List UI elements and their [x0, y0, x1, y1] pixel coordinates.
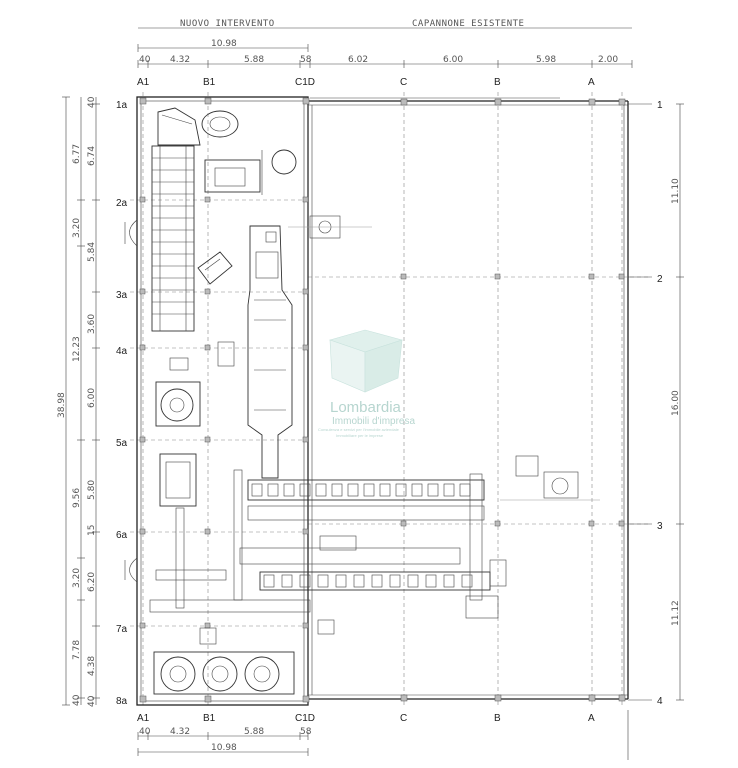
dim-bottom-span-3: 5.88 — [244, 727, 264, 737]
header-existing-shed: CAPANNONE ESISTENTE — [412, 19, 524, 29]
watermark-tag-1: Consulenza e servizi per l'immobile azie… — [318, 427, 400, 432]
dim-left-inner-4: 3.60 — [87, 314, 97, 334]
column-labels-bottom: A1 B1 C1D C B A — [137, 713, 595, 724]
watermark-brand: Lombardia — [330, 399, 402, 416]
header-new-intervention: NUOVO INTERVENTO — [180, 19, 275, 29]
left-dimension-inner: 40 6.74 5.84 3.60 6.00 5.80 15 6.20 4.38… — [87, 96, 100, 707]
dim-top-total: 10.98 — [211, 39, 237, 49]
row-label-1: 1 — [657, 100, 663, 111]
dim-left-inner-8: 6.20 — [87, 572, 97, 592]
pillars — [139, 97, 626, 703]
dim-left-inner-6: 5.80 — [87, 480, 97, 500]
dim-left-inner-3: 5.84 — [87, 242, 97, 262]
left-dimension-mid: 6.77 3.20 12.23 9.56 3.20 7.78 40 — [72, 97, 85, 706]
dim-left-total: 38.98 — [57, 392, 67, 418]
dim-bottom-span-4: 58 — [300, 727, 312, 737]
dim-left-inner-9: 4.38 — [87, 656, 97, 676]
section-header-existing: CAPANNONE ESISTENTE — [308, 19, 632, 29]
dim-right-1: 11.10 — [671, 178, 681, 204]
row-label-1a: 1a — [116, 100, 128, 111]
dim-top-span-4: 58 — [300, 55, 312, 65]
col-label-bottom-a: A — [588, 713, 595, 724]
col-label-bottom-a1: A1 — [137, 713, 150, 724]
row-labels-left: 1a 2a 3a 4a 5a 6a 7a 8a — [116, 100, 128, 707]
dim-left-mid-3: 12.23 — [72, 336, 82, 362]
row-label-6a: 6a — [116, 530, 128, 541]
col-label-b: B — [494, 77, 501, 88]
col-label-c1d: C1D — [295, 77, 315, 88]
dim-right-2: 16.00 — [671, 390, 681, 416]
column-labels-top: A1 B1 C1D C B A — [137, 77, 595, 88]
dim-left-inner-10: 40 — [87, 695, 97, 707]
col-label-bottom-b1: B1 — [203, 713, 216, 724]
bottom-span-dimensions: 40 4.32 5.88 58 — [137, 727, 312, 740]
dim-top-span-2: 4.32 — [170, 55, 190, 65]
watermark-tag-2: Immobiliare per le imprese — [336, 433, 384, 438]
dim-bottom-span-1: 40 — [139, 727, 151, 737]
row-label-3a: 3a — [116, 290, 128, 301]
watermark-logo: Lombardia Immobili d'impresa Consulenza … — [318, 329, 415, 438]
row-labels-right: 1 2 3 4 — [628, 100, 663, 707]
top-total-dimension: 10.98 — [137, 39, 309, 52]
dim-top-span-6: 6.00 — [443, 55, 463, 65]
machinery-existing-area — [239, 215, 600, 619]
row-label-3: 3 — [657, 521, 663, 532]
right-dimensions: 11.10 16.00 11.12 — [671, 103, 684, 701]
dim-top-span-5: 6.02 — [348, 55, 368, 65]
bottom-total-dimension: 10.98 — [137, 710, 629, 760]
dim-top-span-1: 40 — [139, 55, 151, 65]
dim-left-mid-7: 40 — [72, 694, 82, 706]
col-label-bottom-b: B — [494, 713, 501, 724]
machinery-new-area — [149, 107, 335, 695]
dim-left-mid-2: 3.20 — [72, 218, 82, 238]
col-label-bottom-c1d: C1D — [295, 713, 315, 724]
dim-top-span-8: 2.00 — [598, 55, 618, 65]
dim-right-3: 11.12 — [671, 600, 681, 626]
dim-left-inner-5: 6.00 — [87, 388, 97, 408]
row-label-2: 2 — [657, 274, 663, 285]
col-label-a1: A1 — [137, 77, 150, 88]
section-header-new: NUOVO INTERVENTO — [138, 19, 308, 29]
dim-left-mid-1: 6.77 — [72, 144, 82, 164]
dim-left-inner-1: 40 — [87, 96, 97, 108]
row-label-4a: 4a — [116, 346, 128, 357]
left-dimension-outer: 38.98 — [57, 96, 70, 706]
dim-top-span-3: 5.88 — [244, 55, 264, 65]
col-label-bottom-c: C — [400, 713, 407, 724]
dim-top-span-7: 5.98 — [536, 55, 556, 65]
row-label-7a: 7a — [116, 624, 128, 635]
watermark-sub: Immobili d'impresa — [332, 416, 415, 427]
row-label-4: 4 — [657, 696, 663, 707]
col-label-a: A — [588, 77, 595, 88]
left-doors — [124, 219, 138, 583]
dim-left-mid-4: 9.56 — [72, 488, 82, 508]
dim-left-inner-7: 15 — [87, 525, 97, 536]
dim-left-mid-6: 7.78 — [72, 640, 82, 660]
dim-bottom-span-2: 4.32 — [170, 727, 190, 737]
row-label-2a: 2a — [116, 198, 128, 209]
top-span-dimensions: 40 4.32 5.88 58 6.02 6.00 5.98 2.00 — [137, 55, 633, 68]
row-label-5a: 5a — [116, 438, 128, 449]
dim-left-inner-2: 6.74 — [87, 146, 97, 166]
dim-left-mid-5: 3.20 — [72, 568, 82, 588]
col-label-b1: B1 — [203, 77, 216, 88]
row-label-8a: 8a — [116, 696, 128, 707]
dim-bottom-total: 10.98 — [211, 743, 237, 753]
new-building-outline — [136, 96, 309, 706]
col-label-c: C — [400, 77, 407, 88]
